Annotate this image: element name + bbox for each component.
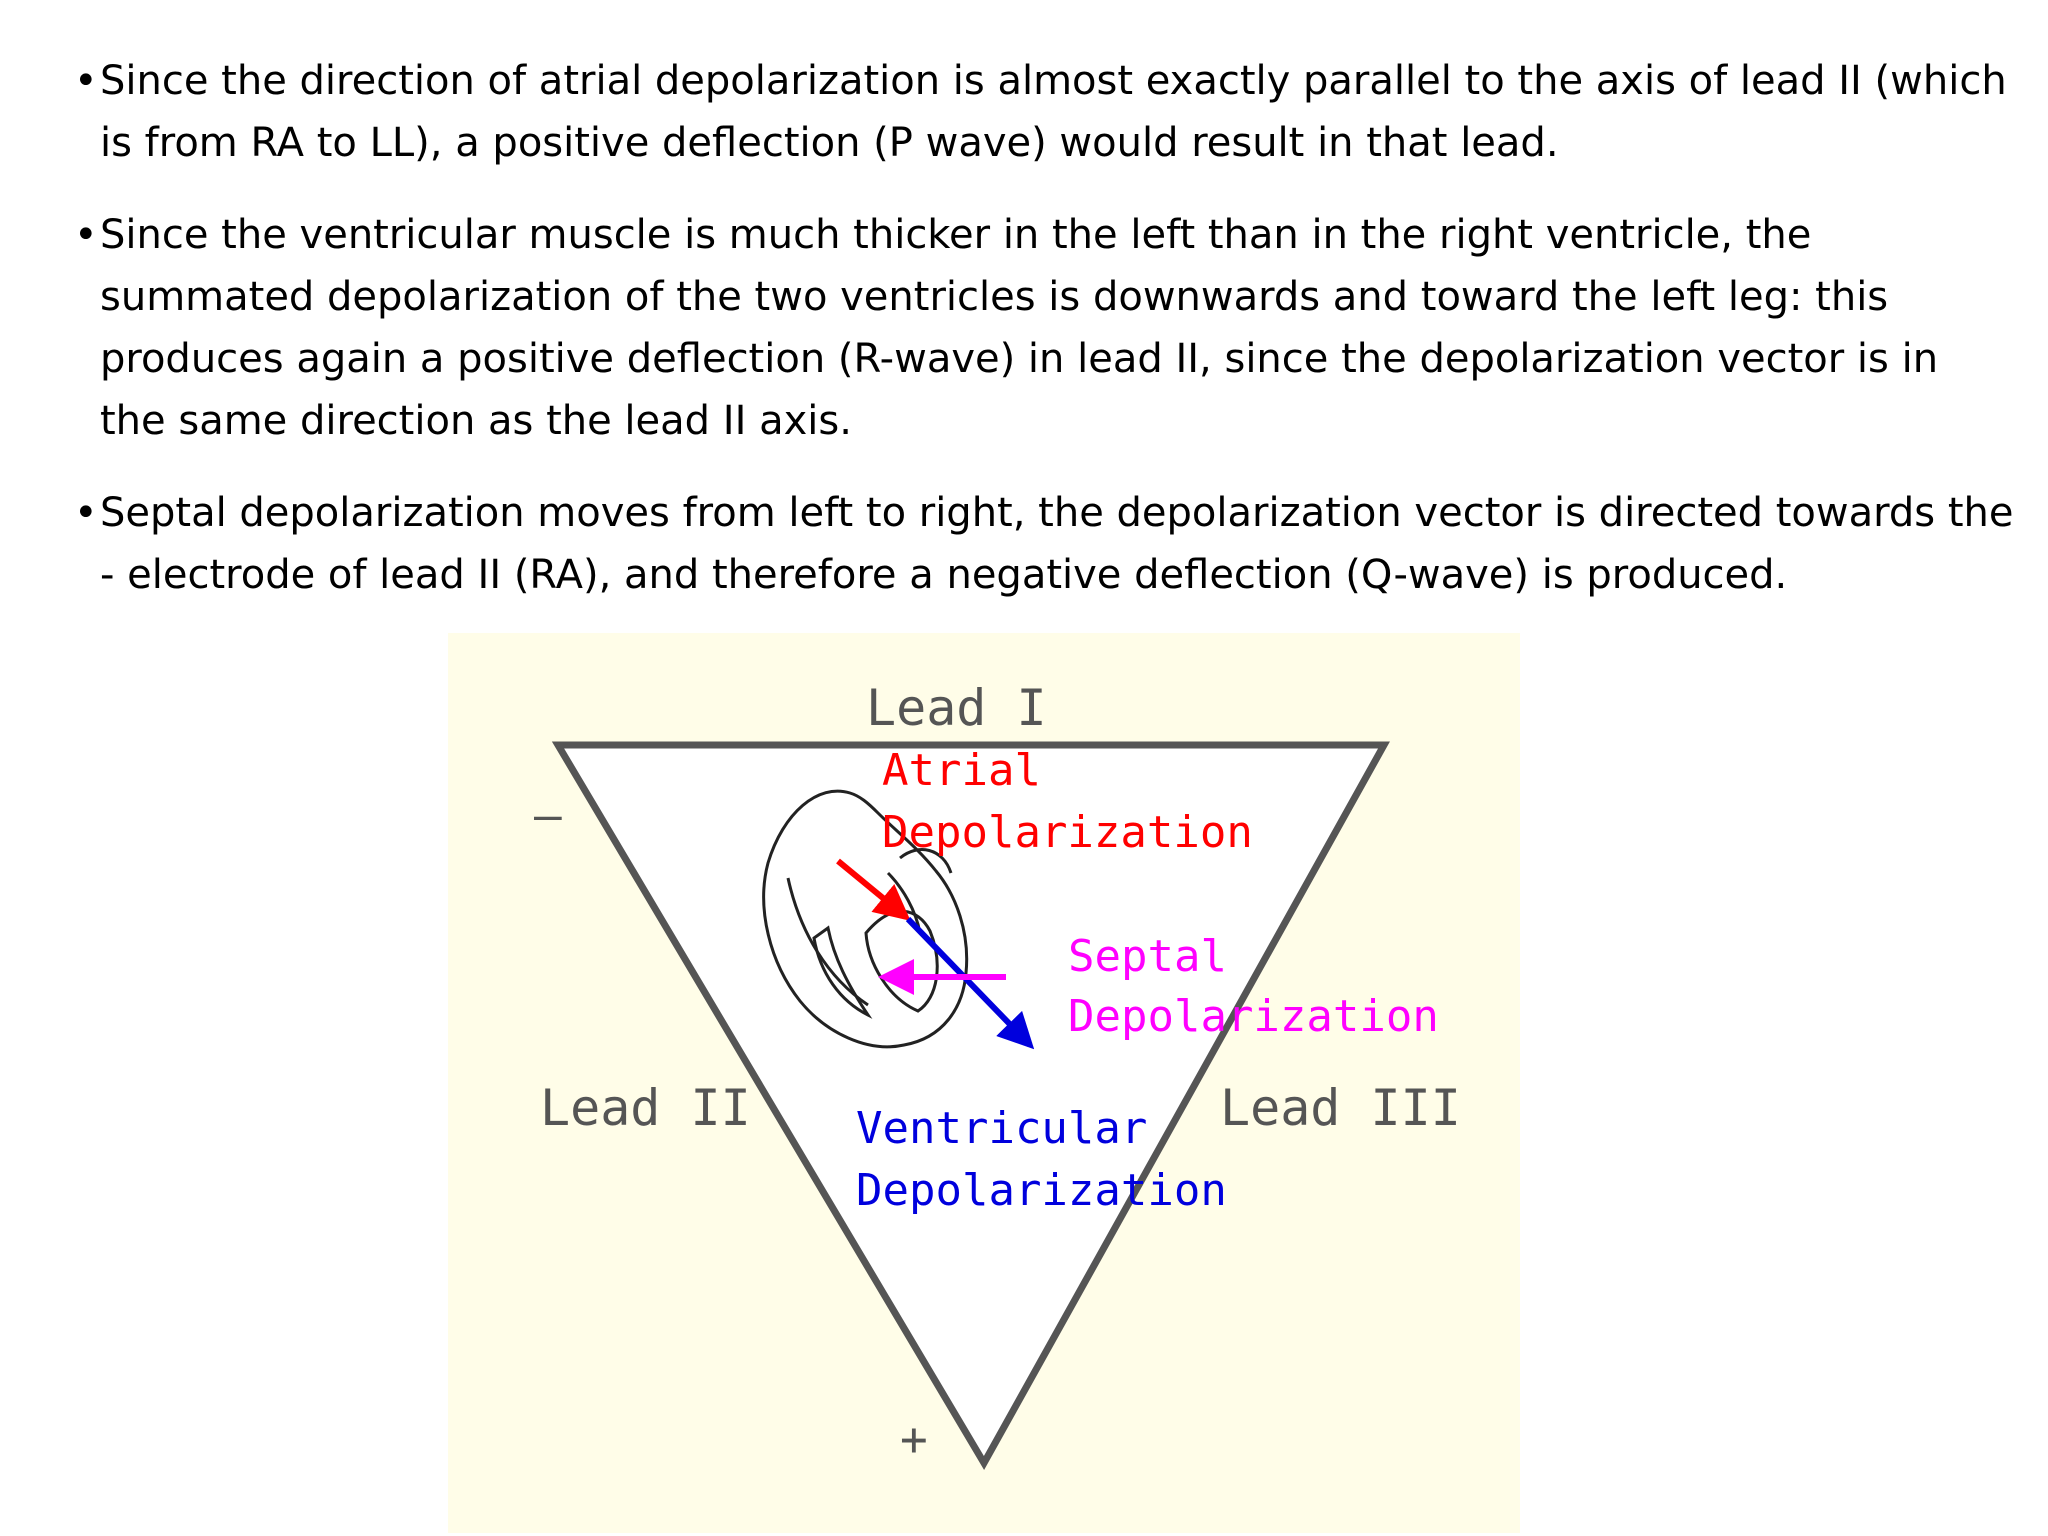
plus-electrode-label: + xyxy=(900,1412,928,1466)
septal-label-line1: Septal xyxy=(1068,931,1227,982)
lead-iii-label: Lead III xyxy=(1220,1079,1461,1137)
bullet-atrial: Since the direction of atrial depolariza… xyxy=(74,50,2014,174)
septal-label-line2: Depolarization xyxy=(1068,991,1439,1042)
ventricular-label-line1: Ventricular xyxy=(856,1103,1147,1154)
atrial-label-line1: Atrial xyxy=(882,745,1041,796)
atrial-label-line2: Depolarization xyxy=(882,807,1253,858)
lead-ii-label: Lead II xyxy=(540,1079,751,1137)
einthoven-diagram: Lead I Lead II Lead III – + Atrial Depol… xyxy=(448,633,1520,1533)
einthoven-triangle xyxy=(551,741,1390,1471)
diagram-svg: Lead I Lead II Lead III – + Atrial Depol… xyxy=(534,679,1461,1471)
lead-i-label: Lead I xyxy=(866,679,1047,737)
bullet-septal: Septal depolarization moves from left to… xyxy=(74,482,2014,606)
atrial-vector-arrow xyxy=(836,858,911,921)
bullet-ventricular: Since the ventricular muscle is much thi… xyxy=(74,204,2014,452)
ventricular-label-line2: Depolarization xyxy=(856,1165,1227,1216)
ventricular-vector-arrow xyxy=(905,916,1035,1050)
minus-electrode-label: – xyxy=(534,788,562,842)
bullet-list: Since the direction of atrial depolariza… xyxy=(74,50,2014,636)
